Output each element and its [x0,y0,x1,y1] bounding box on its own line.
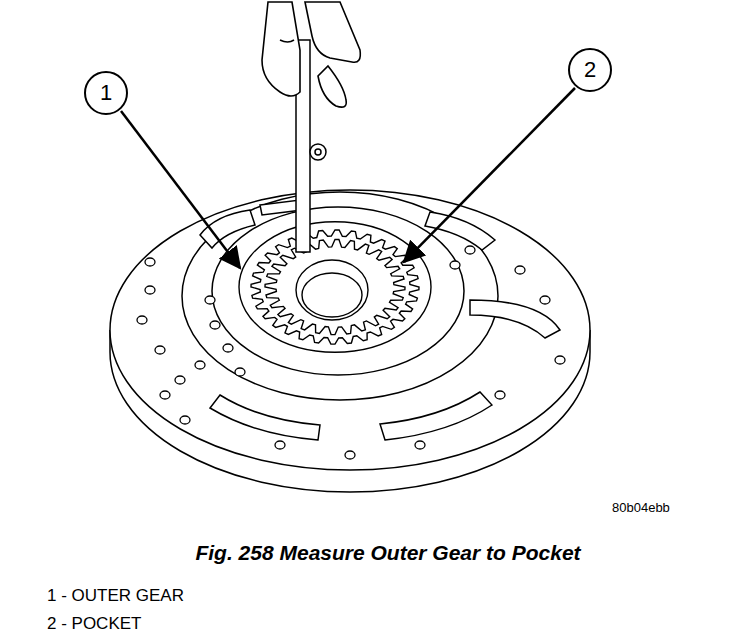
bolt-hole [195,361,205,369]
bolt-hole [345,451,355,459]
bolt-hole [155,346,165,354]
outer-gear [239,222,431,353]
legend-key: 2 - POCKET [47,614,141,634]
hub-bore-inner [302,273,362,317]
callout-number: 1 [100,82,112,104]
pump-body [110,190,590,492]
hub-bore [296,260,368,320]
bolt-hole [515,266,525,274]
bolt-hole [210,321,220,329]
leader-lines [121,88,575,268]
bolt-hole [223,344,233,352]
bolt-holes [137,246,565,459]
bolt-hole [540,296,550,304]
inner-gear [265,239,405,334]
bolt-hole [555,356,565,364]
bolt-hole [180,416,190,424]
bolt-hole [145,286,155,294]
callout-number: 2 [584,59,596,81]
hand [262,2,360,107]
callout-circle: 2 [568,48,612,92]
bolt-hole [495,391,505,399]
bolt-hole [465,246,475,254]
bolt-hole [175,376,185,384]
bolt-hole [415,441,425,449]
bolt-hole [450,261,460,269]
bolt-hole [160,391,170,399]
gears [239,222,431,353]
figure-code: 80b04ebb [612,500,670,515]
bolt-hole [235,368,245,376]
figure-caption: Fig. 258 Measure Outer Gear to Pocket [195,541,580,565]
bolt-hole [205,296,215,304]
bolt-hole [145,258,155,266]
callout-circle: 1 [84,71,128,115]
bolt-hole [137,316,147,324]
outer-gear-teeth [251,230,419,344]
legend-key: 1 - OUTER GEAR [47,586,184,606]
bolt-hole [275,441,285,449]
